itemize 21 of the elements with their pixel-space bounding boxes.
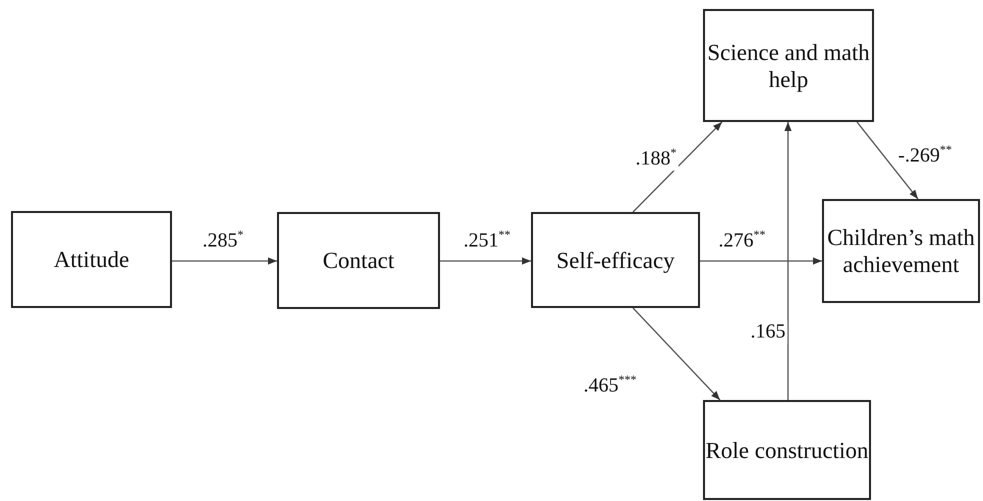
variable-box	[277, 212, 440, 309]
variable-name: Contact	[322, 247, 394, 274]
arrow	[784, 122, 792, 400]
variable-box	[11, 211, 172, 308]
variable-name: Self-efficacy	[556, 246, 675, 274]
variable-name: Role construction	[706, 436, 868, 464]
arrow	[440, 257, 531, 265]
path-coefficient: .165	[748, 320, 788, 344]
arrow	[632, 308, 720, 400]
variable-name: Children’s math achievement	[826, 224, 976, 278]
arrow	[856, 122, 918, 200]
path-coefficient: .188$^{*}$	[634, 146, 678, 170]
arrow	[172, 257, 277, 265]
variable-box	[531, 212, 700, 308]
arrow	[700, 257, 822, 265]
variable-name: Attitude	[54, 246, 130, 273]
variable-name: Science and math help	[706, 38, 871, 92]
variable-box	[703, 400, 871, 500]
arrow	[632, 122, 722, 212]
variable-box	[822, 199, 980, 303]
variable-box	[703, 9, 874, 122]
